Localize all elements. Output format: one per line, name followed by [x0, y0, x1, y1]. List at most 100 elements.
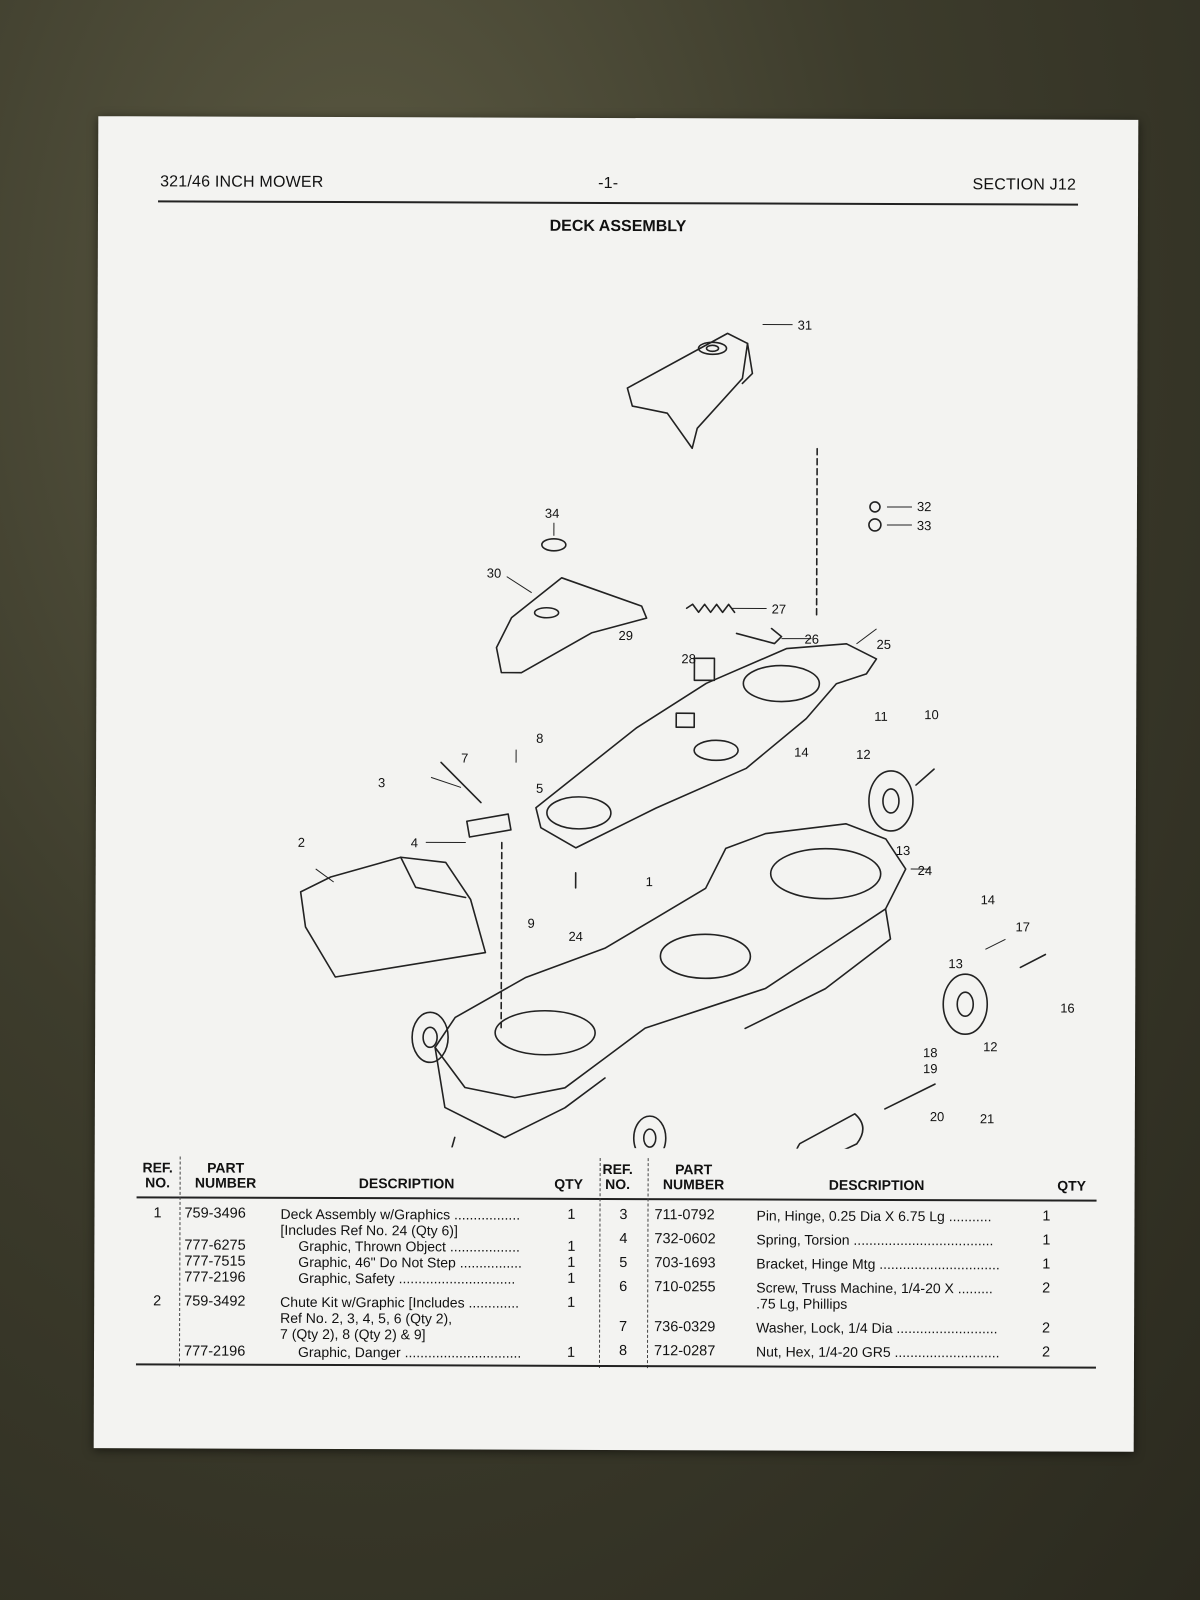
table-cell-ref: 8: [618, 1343, 628, 1360]
part-callouts: 31 32 33 34 30 27 29 26 28 25 8 7 3 5 4 …: [298, 318, 1075, 1127]
table-cell-qty: 2: [1042, 1320, 1051, 1337]
callout-30: 30: [487, 566, 502, 581]
table-cell-desc: Deck Assembly w/Graphics ...............…: [280, 1205, 521, 1223]
callout-24b: 24: [918, 863, 933, 878]
belt-cover-part: [626, 332, 754, 450]
callout-28: 28: [681, 651, 696, 666]
idler-cover-part: [495, 577, 648, 674]
gauge-wheel-part: [411, 770, 989, 1150]
callout-31: 31: [798, 318, 813, 333]
header-rule: [158, 200, 1079, 206]
table-cell-desc: Pin, Hinge, 0.25 Dia X 6.75 Lg .........…: [756, 1207, 992, 1225]
col-qty: QTY: [554, 1175, 584, 1192]
callout-14a: 14: [794, 745, 809, 760]
table-cell-part: 759-3492: [184, 1293, 246, 1310]
table-cell-part: 777-6275: [184, 1237, 246, 1254]
table-cell-desc: Bracket, Hinge Mtg .....................…: [756, 1255, 1000, 1273]
table-cell-part: 759-3496: [184, 1205, 246, 1222]
callout-7: 7: [461, 750, 468, 765]
callout-13a: 13: [896, 843, 911, 858]
parts-table: REF. NO. PART NUMBER DESCRIPTION QTY REF…: [135, 1156, 1097, 1369]
table-cell-desc: Spring, Torsion ........................…: [756, 1231, 994, 1249]
table-cell-qty: 1: [567, 1294, 576, 1311]
callout-24a: 24: [568, 929, 583, 944]
callout-26: 26: [804, 632, 819, 647]
table-cell-desc: Nut, Hex, 1/4-20 GR5 ...................…: [755, 1343, 1000, 1361]
callout-32: 32: [917, 499, 932, 514]
table-cell-part: 777-7515: [184, 1253, 246, 1270]
callout-29: 29: [618, 628, 633, 643]
table-cell-qty: 2: [1042, 1280, 1051, 1297]
callout-2: 2: [298, 835, 305, 850]
table-cell-ref: 1: [153, 1205, 162, 1222]
table-cell-qty: 1: [1042, 1208, 1051, 1225]
table-cell-qty: 1: [1042, 1256, 1051, 1273]
deck-exploded-diagram: 31 32 33 34 30 27 29 26 28 25 8 7 3 5 4 …: [298, 318, 1075, 1150]
section-header: SECTION J12: [972, 176, 1077, 194]
callout-34: 34: [545, 506, 560, 521]
col-description: DESCRIPTION: [358, 1175, 455, 1192]
table-cell-part: 703-1693: [654, 1255, 716, 1272]
table-cell-ref: 4: [619, 1231, 628, 1248]
table-cell-desc: Washer, Lock, 1/4 Dia ..................…: [756, 1319, 998, 1337]
table-cell-qty: 1: [567, 1270, 576, 1287]
table-cell-qty: 1: [567, 1238, 576, 1255]
callout-33: 33: [917, 518, 932, 533]
table-cell-ref: 7: [619, 1319, 628, 1336]
callout-4: 4: [411, 835, 418, 850]
table-body: 1 759-3496 Deck Assembly w/Graphics ....…: [135, 1198, 1097, 1369]
col-part-number: PART NUMBER: [194, 1159, 257, 1191]
table-cell-ref: 2: [153, 1293, 162, 1310]
mounting-plate-part: [535, 643, 878, 849]
table-cell-desc: Graphic, 46" Do Not Step ...............…: [298, 1253, 522, 1271]
col-part-number-2: PART NUMBER: [662, 1161, 725, 1193]
callout-17: 17: [1015, 919, 1030, 934]
callout-1: 1: [646, 874, 653, 889]
table-cell-part: 712-0287: [653, 1343, 716, 1360]
parts-list-sheet: 321/46 INCH MOWER -1- SECTION J12 DECK A…: [93, 116, 1139, 1452]
table-cell-desc: Graphic, Safety ........................…: [298, 1269, 516, 1287]
table-header: REF. NO. PART NUMBER DESCRIPTION QTY REF…: [136, 1156, 1097, 1202]
col-qty-2: QTY: [1057, 1177, 1087, 1194]
callout-27: 27: [772, 602, 787, 617]
table-cell-qty: 1: [1042, 1232, 1051, 1249]
table-cell-qty: 2: [1041, 1344, 1051, 1361]
callout-11: 11: [874, 709, 888, 724]
table-cell-part: 710-0255: [654, 1279, 716, 1296]
table-cell-ref: 6: [619, 1279, 628, 1296]
page-title: DECK ASSEMBLY: [549, 217, 687, 236]
callout-20: 20: [930, 1109, 945, 1124]
col-ref-no-2: REF. NO.: [602, 1160, 633, 1193]
callout-5: 5: [536, 781, 543, 796]
callout-8: 8: [536, 731, 543, 746]
callout-3: 3: [378, 775, 385, 790]
table-cell-qty: 1: [567, 1206, 576, 1223]
table-cell-desc: Screw, Truss Machine, 1/4-20 X .........: [756, 1279, 993, 1297]
table-cell-desc: [Includes Ref No. 24 (Qty 6)]: [280, 1221, 458, 1239]
callout-21: 21: [980, 1111, 995, 1126]
callout-10: 10: [924, 707, 939, 722]
table-cell-desc: Chute Kit w/Graphic [Includes ..........…: [280, 1293, 520, 1311]
table-cell-ref: 3: [619, 1207, 628, 1224]
callout-16a: 16: [1060, 1001, 1075, 1016]
table-cell-desc: 7 (Qty 2), 8 (Qty 2) & 9]: [280, 1325, 426, 1343]
col-ref-no: REF. NO.: [142, 1159, 173, 1191]
table-cell-part: 777-2196: [183, 1343, 246, 1360]
table-cell-qty: 1: [566, 1344, 576, 1361]
callout-25: 25: [876, 637, 891, 652]
callout-12a: 12: [856, 747, 871, 762]
table-cell-ref: 5: [619, 1255, 628, 1272]
callout-12b: 12: [983, 1039, 998, 1054]
page-number: -1-: [598, 174, 619, 193]
table-cell-part: 777-2196: [184, 1269, 246, 1286]
col-description-2: DESCRIPTION: [828, 1176, 925, 1194]
callout-9: 9: [527, 916, 534, 931]
table-cell-desc: Graphic, Danger ........................…: [297, 1343, 522, 1361]
discharge-chute-part: [299, 856, 487, 978]
table-cell-part: 711-0792: [654, 1207, 715, 1224]
callout-13b: 13: [948, 956, 963, 971]
callout-19: 19: [923, 1061, 938, 1076]
table-cell-desc: Graphic, Thrown Object .................…: [298, 1237, 520, 1255]
table-cell-part: 732-0602: [654, 1231, 716, 1248]
